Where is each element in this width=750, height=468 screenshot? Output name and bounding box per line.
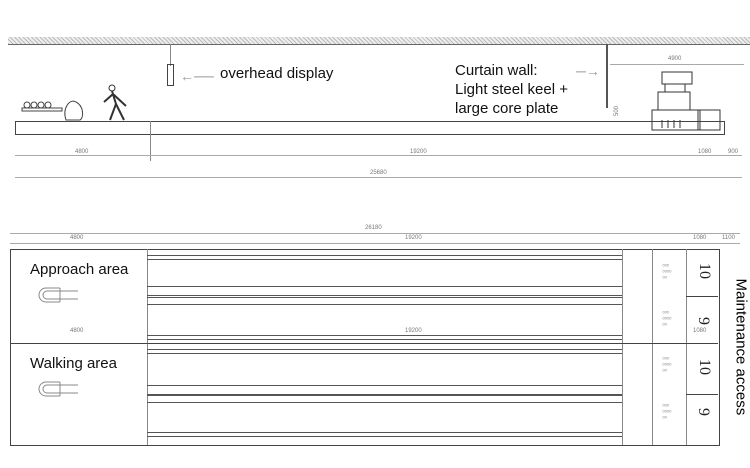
pair-divider bbox=[10, 343, 718, 344]
plan-maint-dim: 1100 bbox=[722, 235, 735, 241]
curtain-line-1: Curtain wall: bbox=[455, 62, 538, 79]
dim-line bbox=[15, 155, 742, 156]
foul-line bbox=[147, 249, 148, 445]
pinsetter-icon bbox=[651, 71, 721, 131]
pins-icon: °°°°°°°°° bbox=[662, 356, 672, 377]
display-hanger bbox=[170, 44, 171, 66]
mid-lane-dim: 19200 bbox=[405, 328, 422, 334]
lane-pair-divider bbox=[686, 394, 718, 395]
approach-divider bbox=[150, 121, 151, 161]
curtain-wall-label: Curtain wall: Light steel keel + large c… bbox=[455, 61, 568, 118]
approach-dim: 4800 bbox=[75, 149, 89, 155]
rear-dim: 900 bbox=[728, 149, 739, 155]
overhead-display-label: overhead display bbox=[220, 65, 334, 82]
pins-icon: °°°°°°°°° bbox=[662, 310, 672, 331]
plan-lane-dim: 19200 bbox=[405, 235, 422, 241]
lane-floor bbox=[15, 121, 725, 135]
mid-pit-dim: 1080 bbox=[693, 328, 707, 334]
pit-line bbox=[686, 249, 687, 445]
pindeck-line bbox=[652, 249, 653, 445]
approach-area-label: Approach area bbox=[30, 261, 129, 278]
gutter bbox=[147, 432, 622, 437]
overhead-display bbox=[167, 64, 174, 86]
range-line bbox=[622, 249, 623, 445]
total-dim: 25680 bbox=[370, 170, 387, 176]
plan-dim-line bbox=[10, 243, 740, 244]
lane-number: 10 bbox=[696, 263, 713, 279]
plan-total-dim: 26180 bbox=[365, 225, 382, 231]
arrow-icon: ─→ bbox=[576, 63, 600, 79]
plan-pit-dim: 1080 bbox=[693, 235, 707, 241]
lane-number: 10 bbox=[696, 359, 713, 375]
lane-dim: 19200 bbox=[410, 149, 427, 155]
gutter bbox=[147, 286, 622, 296]
gutter bbox=[147, 349, 622, 354]
curtain-line-2: Light steel keel + bbox=[455, 81, 568, 98]
lane-pair-divider bbox=[686, 296, 718, 297]
total-dim-line bbox=[15, 177, 742, 178]
curtain-line-3: large core plate bbox=[455, 100, 559, 117]
arrow-icon: ←── bbox=[180, 68, 214, 84]
lane-number: 9 bbox=[695, 408, 712, 416]
plan-approach-dim: 4800 bbox=[70, 235, 84, 241]
curtain-wall bbox=[606, 44, 608, 108]
ball-return-plan-icon bbox=[38, 381, 78, 397]
gutter bbox=[147, 335, 622, 340]
plan-outline bbox=[10, 249, 720, 446]
gutter bbox=[147, 255, 622, 260]
gutter bbox=[147, 385, 622, 395]
pit-dim: 1080 bbox=[698, 149, 712, 155]
ball-return-icon bbox=[21, 100, 84, 121]
mid-approach-dim: 4800 bbox=[70, 328, 84, 334]
pins-icon: °°°°°°°°° bbox=[662, 403, 672, 424]
machine-dim-line bbox=[610, 64, 744, 65]
height-dim: 500 bbox=[614, 105, 621, 117]
bowler-icon bbox=[103, 84, 127, 121]
maintenance-access-label: Maintenance access bbox=[732, 278, 750, 416]
ball-return-plan-icon bbox=[38, 287, 78, 303]
walking-area-label: Walking area bbox=[30, 355, 117, 372]
lane-number: 9 bbox=[695, 317, 712, 325]
ceiling bbox=[8, 37, 750, 45]
pins-icon: °°°°°°°°° bbox=[662, 263, 672, 284]
gutter bbox=[147, 395, 622, 403]
gutter bbox=[147, 297, 622, 305]
machine-dim: 4900 bbox=[668, 56, 682, 62]
plan-total-dim-line bbox=[10, 233, 740, 234]
